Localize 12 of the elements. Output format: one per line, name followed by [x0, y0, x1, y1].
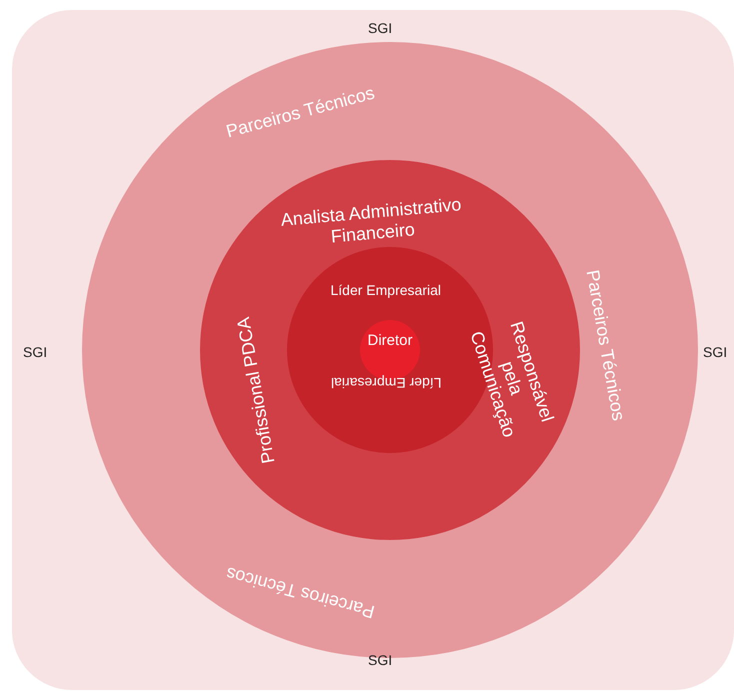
rounded-square-band: [12, 10, 734, 690]
ring-label: SGI: [23, 344, 48, 360]
ring-label: Parceiros Técnicos: [223, 82, 376, 142]
ring-label: Diretor: [368, 332, 413, 349]
ring-label: SGI: [368, 652, 392, 668]
ring-label: Líder Empresarial: [330, 375, 441, 392]
ring-label: Líder Empresarial: [330, 282, 441, 298]
ring-label: SGI: [703, 344, 728, 360]
ring-label: SGI: [368, 20, 392, 36]
ring-label: Parceiros Técnicos: [581, 268, 628, 422]
ring-label: Profissional PDCA: [233, 315, 280, 465]
ring-label: Analista Administrativo Financeiro: [279, 192, 464, 248]
